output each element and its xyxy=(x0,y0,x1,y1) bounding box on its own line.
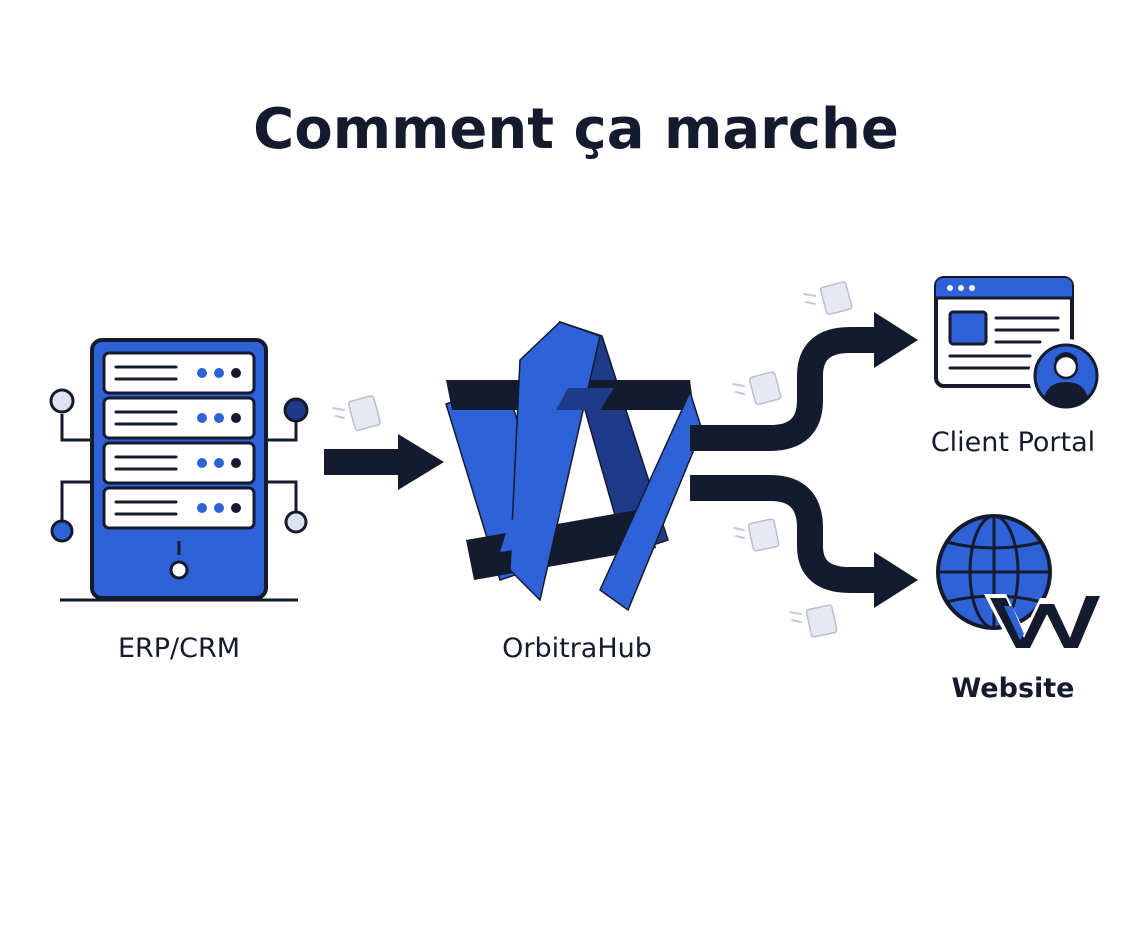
document-icon xyxy=(733,518,780,552)
hub-label: OrbitraHub xyxy=(502,633,652,664)
page-title: Comment ça marche xyxy=(253,97,899,162)
document-icon xyxy=(332,395,381,432)
flow-arrow-hub-to-website xyxy=(690,475,918,608)
document-icon xyxy=(803,281,853,316)
flow-arrow-source-to-hub xyxy=(324,434,444,490)
portal-label: Client Portal xyxy=(931,427,1095,458)
server-icon xyxy=(49,338,309,602)
source-label: ERP/CRM xyxy=(118,633,240,664)
document-icon xyxy=(732,371,782,406)
globe-w-icon xyxy=(936,514,1104,652)
document-icon xyxy=(789,604,838,638)
website-label: Website xyxy=(951,673,1074,704)
flow-arrow-hub-to-portal xyxy=(690,312,918,451)
browser-window-user-icon xyxy=(934,276,1103,413)
woven-hub-logo-icon xyxy=(445,320,703,612)
